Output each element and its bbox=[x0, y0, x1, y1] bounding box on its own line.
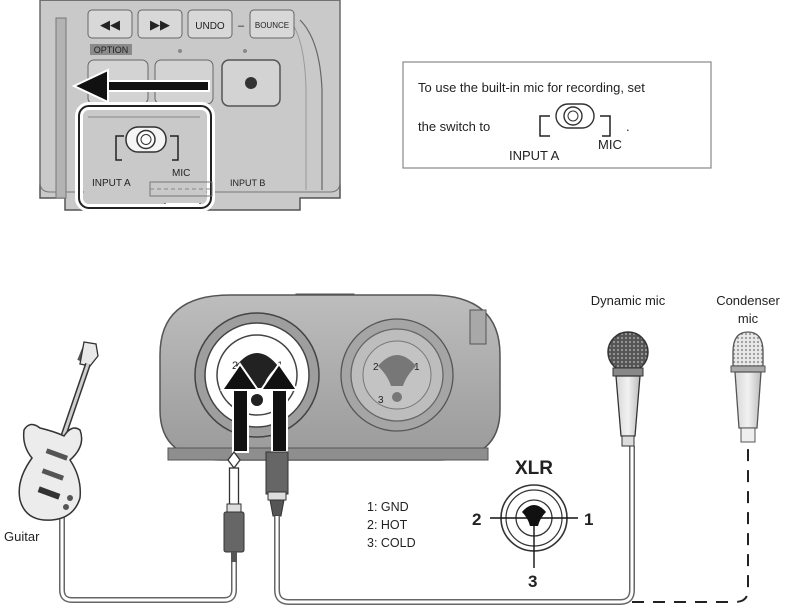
callout-label-input-a: INPUT A bbox=[509, 148, 560, 163]
xlr-legend-hot: 2: HOT bbox=[367, 518, 408, 532]
left-arrow-icon bbox=[71, 68, 210, 104]
xlr-legend-cold: 3: COLD bbox=[367, 536, 416, 550]
callout-label-mic: MIC bbox=[598, 137, 622, 152]
input-b-label: INPUT B bbox=[230, 178, 265, 188]
xlr-pinout-icon bbox=[490, 484, 578, 568]
insert-arrow-right-icon bbox=[259, 362, 299, 453]
combo-jack-input-b[interactable]: 2 1 3 bbox=[340, 318, 454, 432]
condenser-mic-label-2: mic bbox=[738, 311, 759, 326]
cables bbox=[59, 446, 749, 605]
jack-b-pin-3: 3 bbox=[378, 395, 384, 406]
rewind-button[interactable]: ◀◀ bbox=[87, 9, 133, 39]
jack-pin-2: 2 bbox=[232, 360, 238, 372]
guitar-icon bbox=[18, 341, 99, 521]
indicator-dot bbox=[178, 49, 182, 53]
option-badge bbox=[90, 44, 132, 55]
combo-jack-input-a[interactable]: 2 1 3 bbox=[194, 312, 320, 438]
xlr-title: XLR bbox=[515, 458, 553, 479]
dynamic-mic-icon bbox=[607, 331, 649, 447]
xlr-pin-3: 3 bbox=[528, 572, 537, 591]
input-selector-switch[interactable] bbox=[125, 126, 167, 153]
condenser-mic-label-1: Condenser bbox=[716, 293, 780, 308]
rewind-label: ◀◀ bbox=[100, 17, 120, 32]
guitar-label: Guitar bbox=[4, 529, 40, 544]
bounce-label: BOUNCE bbox=[255, 21, 289, 30]
jack-b-pin-2: 2 bbox=[373, 362, 379, 373]
phone-plug-icon bbox=[223, 450, 245, 562]
undo-bounce-dash: – bbox=[238, 20, 245, 32]
indicator-dot bbox=[243, 49, 247, 53]
callout-line-1: To use the built-in mic for recording, s… bbox=[418, 80, 645, 95]
xlr-legend-gnd: 1: GND bbox=[367, 500, 409, 514]
bounce-button[interactable]: BOUNCE bbox=[249, 9, 295, 39]
jack-b-pin-1: 1 bbox=[414, 362, 420, 373]
undo-button[interactable]: UNDO bbox=[187, 9, 233, 39]
xlr-pin-2: 2 bbox=[472, 510, 481, 529]
forward-button[interactable]: ▶▶ bbox=[137, 9, 183, 39]
option-label: OPTION bbox=[94, 45, 129, 55]
forward-label: ▶▶ bbox=[150, 17, 170, 32]
switch-label-mic: MIC bbox=[172, 168, 190, 179]
recorder-top-view: ◀◀ ▶▶ UNDO – BOUNCE OPTION bbox=[39, 0, 341, 212]
instruction-callout: To use the built-in mic for recording, s… bbox=[402, 61, 712, 169]
switch-label-input-a: INPUT A bbox=[92, 178, 131, 189]
record-dot-icon bbox=[245, 77, 257, 89]
xlr-plug-icon bbox=[265, 451, 289, 517]
dynamic-mic-label: Dynamic mic bbox=[591, 293, 666, 308]
recorder-front-view: 2 1 3 2 1 3 bbox=[159, 293, 501, 461]
xlr-pin-1: 1 bbox=[584, 510, 593, 529]
callout-period: . bbox=[626, 119, 630, 134]
insert-arrow-left-icon bbox=[220, 362, 260, 453]
condenser-mic-icon bbox=[730, 331, 766, 443]
undo-label: UNDO bbox=[195, 21, 225, 32]
callout-line-2: the switch to bbox=[418, 119, 490, 134]
callout-switch-icon bbox=[539, 103, 611, 137]
